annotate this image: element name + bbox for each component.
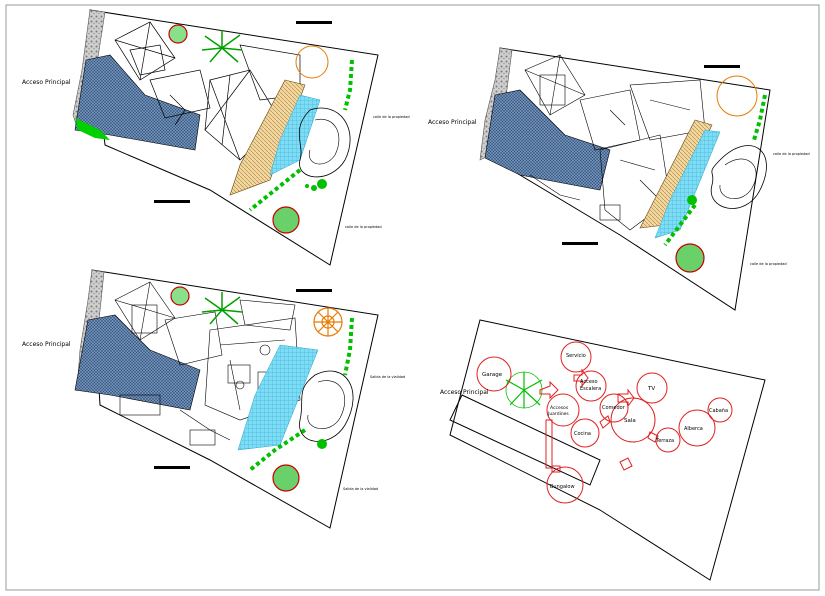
- tree-red: [272, 206, 300, 234]
- terrain-hatch: [484, 89, 611, 191]
- label-cocina: Cocina: [574, 431, 591, 437]
- orange-terrace: [313, 307, 343, 337]
- plan-top-right: Acceso Principal calle de la propiedad c…: [428, 47, 810, 311]
- hedge-right: [343, 317, 354, 376]
- street-label: calle de la propiedad: [345, 225, 382, 229]
- label-sala: Sala: [624, 418, 636, 424]
- orange-circle: [295, 45, 329, 79]
- bubble-tv: [636, 372, 668, 404]
- label-accesos: Accesos: [550, 405, 569, 411]
- bubble-cocina: [570, 418, 600, 448]
- label-garage: Garage: [482, 372, 503, 378]
- bubble-acceso: [575, 370, 607, 402]
- orange-circle: [716, 75, 758, 117]
- scale-bar: [562, 242, 598, 245]
- tree-red: [675, 243, 705, 273]
- zoning-tree: [505, 371, 543, 409]
- pool-shape: [298, 107, 351, 178]
- hedge-bottom: [248, 168, 302, 212]
- bubble-comedor: [599, 393, 629, 423]
- terrain-hatch: [74, 314, 201, 411]
- tree-red: [170, 286, 190, 306]
- sheet-border: [5, 4, 820, 591]
- plan-top-left: Acceso Principal calle de la propiedad c…: [22, 9, 410, 266]
- label-juardines: Juardines: [547, 411, 569, 417]
- pool-shape: [710, 145, 767, 209]
- pool-area: [269, 94, 321, 176]
- flow-arrows: [539, 368, 659, 473]
- scale-bar: [154, 200, 190, 203]
- bubble-alberca: [678, 409, 716, 447]
- zoning-diagram: Acceso Principal Garage Servicio Acceso …: [440, 319, 766, 581]
- label-terraza: Terraza: [655, 438, 674, 444]
- scale-bar: [154, 466, 190, 469]
- hedge-right: [343, 59, 354, 111]
- label-comedor: Comedor: [602, 405, 626, 411]
- hedge-right: [752, 94, 767, 141]
- street-label: calle de la propiedad: [773, 152, 810, 156]
- access-label: Acceso Principal: [428, 119, 477, 126]
- tree-red: [168, 24, 188, 44]
- plan-bottom-left: Acceso Principal Salida de la vialidad S…: [22, 269, 405, 529]
- label-servicio: Servicio: [566, 353, 586, 359]
- hedge-bottom: [248, 428, 307, 472]
- site-boundary: [449, 319, 766, 581]
- access-label: Acceso Principal: [22, 341, 71, 348]
- scale-bar: [296, 289, 332, 292]
- zoning-bubbles: [476, 341, 733, 504]
- label-cabaña: Cabaña: [709, 408, 728, 414]
- bubble-garage: [476, 356, 512, 392]
- label-tv: TV: [647, 386, 655, 392]
- wood-deck: [229, 79, 306, 196]
- label-escalera: Escalera: [580, 386, 601, 392]
- bubble-sala: [610, 397, 656, 443]
- street-label: calle de la propiedad: [750, 262, 787, 266]
- tree-red: [272, 464, 300, 492]
- access-label: Acceso Principal: [440, 389, 489, 396]
- scale-bar: [704, 65, 740, 68]
- pool-area: [654, 129, 721, 239]
- hedge-bottom: [663, 203, 697, 247]
- bubble-bungalow: [546, 466, 584, 504]
- street-label: Salida de la vialidad: [370, 375, 405, 379]
- street-label: Salida de la vialidad: [343, 487, 378, 491]
- label-bungalow: Bungalow: [550, 484, 575, 490]
- bubble-cabaña: [707, 397, 733, 423]
- palm-tree: [201, 292, 243, 325]
- bubble-juardines: [546, 393, 580, 427]
- label-alberca: Alberca: [684, 426, 703, 432]
- scale-bar: [296, 21, 332, 24]
- street-label: calle de la propiedad: [373, 115, 410, 119]
- bubble-servicio: [560, 341, 592, 373]
- palm-tree: [201, 30, 243, 63]
- label-acceso: Acceso: [580, 379, 598, 385]
- pool-shape: [299, 370, 354, 442]
- pool-area: [237, 344, 319, 451]
- lawn-strip: [75, 118, 110, 140]
- access-label: Acceso Principal: [22, 79, 71, 86]
- road-strip: [449, 394, 601, 486]
